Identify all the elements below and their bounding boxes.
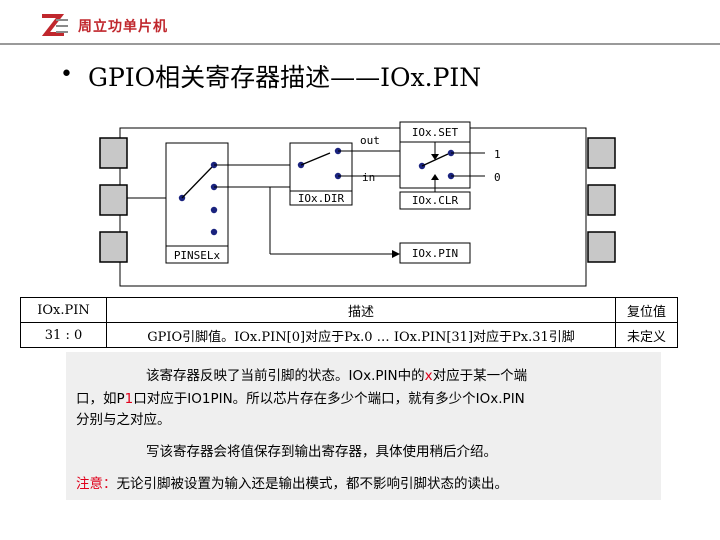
zero-label: 0 [494, 171, 501, 184]
table-header-cell: IOx.PIN [20, 297, 107, 323]
dir-switch [300, 152, 331, 166]
logo-g-mark [56, 19, 68, 33]
table-cell-reset: 未定义 [615, 322, 678, 348]
text-segment: 对应于某一个端 [432, 368, 528, 384]
highlight-x: x [424, 368, 433, 384]
one-label: 1 [494, 148, 501, 161]
table-cell-description: GPIO引脚值。IOx.PIN[0]对应于Px.0 … IOx.PIN[31]对… [106, 322, 616, 348]
left-pin-3 [99, 231, 128, 263]
left-pin-1 [99, 137, 128, 169]
set-arrow-head [431, 154, 439, 160]
title-bullet: • [60, 62, 73, 87]
text-segment: 该寄存器反映了当前引脚的状态。IOx.PIN中的 [146, 368, 425, 384]
right-pin-3 [587, 231, 616, 263]
pinsel-node-4 [210, 228, 218, 236]
register-table: IOx.PIN 描述 复位值 31 : 0 GPIO引脚值。IOx.PIN[0]… [20, 297, 678, 348]
right-pin-2 [587, 184, 616, 216]
right-pin-1 [587, 137, 616, 169]
dir-label-box [289, 190, 353, 206]
left-pin-2 [99, 184, 128, 216]
logo-z-mark [41, 14, 65, 36]
text-segment: 口对应于IO1PIN。所以芯片存在多少个端口，就有多少个IOx.PIN [133, 391, 525, 407]
pin-label: IOx.PIN [412, 247, 458, 260]
highlight-port: 1 [124, 391, 134, 407]
pinsel-label: PINSELx [174, 249, 221, 262]
note-line: 注意：无论引脚被设置为输入还是输出模式，都不影响引脚状态的读出。 [76, 474, 508, 494]
description-box: 该寄存器反映了当前引脚的状态。IOx.PIN中的x对应于某一个端 口，如P1口对… [66, 352, 661, 500]
pinsel-label-box [165, 245, 229, 264]
clr-label-box [399, 191, 471, 210]
dir-label: IOx.DIR [298, 192, 345, 205]
table-header-row: IOx.PIN 描述 复位值 [20, 297, 678, 323]
gpio-diagram: PINSELx IOx.DIR out in IOx.SET 1 0 IOx.C… [99, 121, 616, 287]
table-header-cell: 复位值 [615, 297, 678, 323]
set-label: IOx.SET [412, 126, 459, 139]
pin-read-arrow [392, 250, 400, 258]
table-row: 31 : 0 GPIO引脚值。IOx.PIN[0]对应于Px.0 … IOx.P… [20, 322, 678, 348]
zlg-logo [41, 14, 68, 36]
note-text: 无论引脚被设置为输入还是输出模式，都不影响引脚状态的读出。 [116, 476, 509, 492]
pinsel-switch [181, 165, 214, 199]
description-paragraph-2: 写该寄存器会将值保存到输出寄存器，具体使用稍后介绍。 [146, 444, 497, 460]
pinsel-box [165, 142, 229, 264]
description-line-3: 分别与之对应。 [76, 412, 171, 428]
pin-label-box [399, 242, 471, 264]
clr-label: IOx.CLR [412, 194, 459, 207]
text-segment: 口，如P [76, 391, 125, 407]
pinsel-node-3 [210, 206, 218, 214]
out-label: out [360, 134, 380, 147]
clr-arrow-head [431, 174, 439, 180]
table-cell-bits: 31 : 0 [20, 322, 107, 348]
slide-title: GPIO相关寄存器描述——IOx.PIN [88, 63, 482, 92]
company-name: 周立功单片机 [78, 19, 168, 35]
description-line-2: 口，如P1口对应于IO1PIN。所以芯片存在多少个端口，就有多少个IOx.PIN [76, 389, 525, 409]
header-divider [0, 43, 720, 45]
description-line-1: 该寄存器反映了当前引脚的状态。IOx.PIN中的x对应于某一个端 [146, 366, 527, 386]
table-header-cell: 描述 [106, 297, 616, 323]
note-label: 注意： [76, 476, 117, 492]
in-label: in [362, 171, 375, 184]
